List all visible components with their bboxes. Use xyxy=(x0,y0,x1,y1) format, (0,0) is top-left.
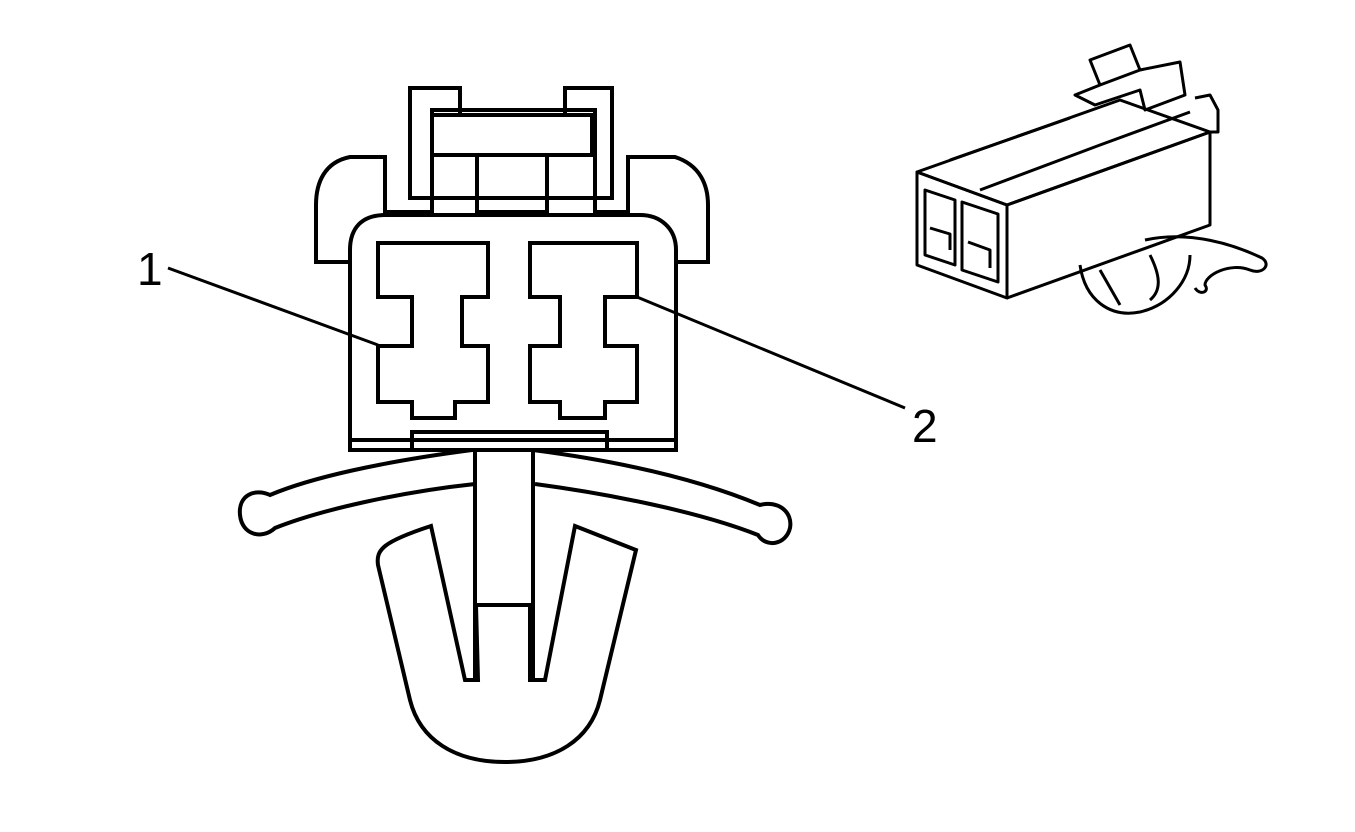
connector-shroud-outline xyxy=(314,155,710,452)
retainer-wing-left xyxy=(237,448,476,537)
callout-pin-2: 2 xyxy=(636,295,938,452)
iso-retainer-clip xyxy=(1078,254,1192,315)
iso-latch-rail xyxy=(949,110,1191,192)
leader-line-1 xyxy=(167,266,379,347)
iso-cavity-2 xyxy=(960,200,1000,284)
retainer-wing-right xyxy=(532,448,793,545)
iso-rear-tab xyxy=(1194,93,1220,134)
connector-bottom-tab xyxy=(410,430,609,452)
retainer-stem xyxy=(473,450,535,680)
leader-line-2 xyxy=(636,295,906,410)
iso-cavity-detail xyxy=(929,226,992,268)
iso-side-face xyxy=(1006,130,1212,300)
callout-pin-1: 1 xyxy=(137,243,379,347)
callout-label-1: 1 xyxy=(137,243,163,295)
iso-top-face xyxy=(915,98,1212,207)
callout-label-2: 2 xyxy=(912,400,938,452)
iso-retainer-wing xyxy=(1144,235,1268,294)
connector-isometric-view xyxy=(915,43,1268,315)
iso-cavity-1 xyxy=(923,188,957,267)
retainer-clip xyxy=(375,523,639,765)
latch-lock-tab xyxy=(475,153,549,214)
terminal-cavity-1 xyxy=(376,241,490,420)
connector-front-view xyxy=(237,86,793,765)
iso-latch xyxy=(1073,43,1187,112)
terminal-cavity-2 xyxy=(528,241,639,420)
connector-latch xyxy=(408,86,614,200)
latch-bar xyxy=(430,113,594,157)
connector-body-outline xyxy=(348,213,678,442)
